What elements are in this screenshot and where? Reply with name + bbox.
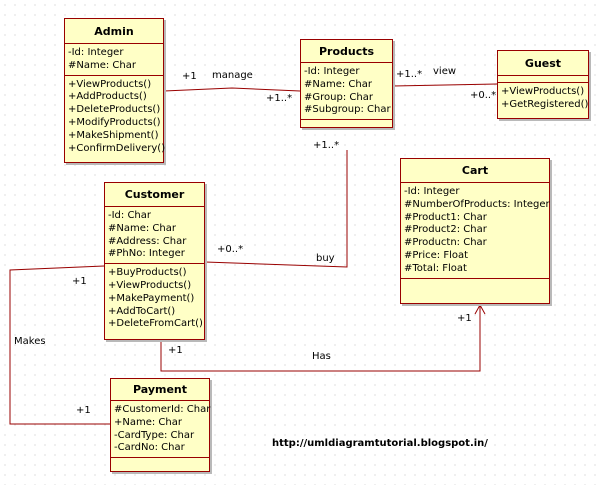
makes-payment-multiplicity: +1 xyxy=(76,405,91,416)
operation-row: +AddToCart() xyxy=(108,305,176,317)
products-class[interactable]: Products -Id: Integer#Name: Char#Group: … xyxy=(300,39,393,128)
operation-row: +ConfirmDelivery() xyxy=(68,142,166,154)
attribute-row: #CustomerId: Char xyxy=(114,404,211,415)
guest-class-name: Guest xyxy=(498,51,588,76)
makes-customer-multiplicity: +1 xyxy=(72,276,87,287)
attribute-row: -Id: Integer xyxy=(404,186,460,197)
payment-class[interactable]: Payment #CustomerId: Char+Name: Char-Car… xyxy=(110,378,210,472)
attribute-row: -Id: Integer xyxy=(68,47,124,58)
customer-operations: +BuyProducts()+ViewProducts()+MakePaymen… xyxy=(105,264,204,333)
operation-row: +DeleteFromCart() xyxy=(108,318,203,330)
attribute-row: #Price: Float xyxy=(404,249,469,261)
attribute-row: #NumberOfProducts: Integer xyxy=(404,198,550,210)
payment-class-name: Payment xyxy=(111,379,209,401)
guest-operations: +ViewProducts()+GetRegistered() xyxy=(498,83,588,114)
operation-row: +DeleteProducts() xyxy=(68,104,161,116)
manage-association-line xyxy=(163,87,301,92)
view-label: view xyxy=(433,66,457,77)
payment-attributes: #CustomerId: Char+Name: Char-CardType: C… xyxy=(111,401,211,459)
operation-row: +ViewProducts() xyxy=(501,86,585,97)
has-association-line xyxy=(160,305,481,372)
attribute-row: #Name: Char xyxy=(108,222,176,234)
buy-label: buy xyxy=(316,253,335,264)
makes-association-line xyxy=(9,265,110,425)
manage-products-multiplicity: +1..* xyxy=(266,93,293,104)
attribute-row: #Productn: Char xyxy=(404,237,487,249)
operation-row: +ModifyProducts() xyxy=(68,116,161,128)
attribute-row: #Product1: Char xyxy=(404,211,487,223)
admin-attributes: -Id: Integer#Name: Char xyxy=(65,44,163,76)
attribute-row: #PhNo: Integer xyxy=(108,248,185,260)
attribute-row: #Total: Float xyxy=(404,262,467,274)
products-class-name: Products xyxy=(301,40,392,63)
cart-class-name: Cart xyxy=(401,159,549,183)
attribute-row: -Id: Integer xyxy=(304,66,360,77)
manage-admin-multiplicity: +1 xyxy=(182,71,197,82)
operation-row: +ViewProducts() xyxy=(68,78,152,90)
buy-association-line xyxy=(204,150,348,268)
attribute-row: +Name: Char xyxy=(114,416,182,428)
view-association-line xyxy=(392,83,498,87)
attribute-row: #Subgroup: Char xyxy=(304,104,391,116)
view-products-multiplicity: +1..* xyxy=(396,69,423,80)
has-arrow-head xyxy=(474,303,486,315)
products-operations xyxy=(301,120,392,125)
operation-row: +MakeShipment() xyxy=(68,129,159,141)
guest-class[interactable]: Guest +ViewProducts()+GetRegistered() xyxy=(497,50,589,119)
operation-row: +AddProducts() xyxy=(68,91,147,103)
guest-attributes xyxy=(498,76,588,83)
customer-class[interactable]: Customer -Id: Char#Name: Char#Address: C… xyxy=(104,182,205,340)
admin-class-name: Admin xyxy=(65,19,163,44)
manage-label: manage xyxy=(212,70,253,81)
attribute-row: #Product2: Char xyxy=(404,224,487,236)
payment-operations xyxy=(111,458,209,463)
operation-row: +ViewProducts() xyxy=(108,279,192,291)
has-customer-multiplicity: +1 xyxy=(168,345,183,356)
attribute-row: -CardNo: Char xyxy=(114,442,185,454)
buy-customer-multiplicity: +0..* xyxy=(217,244,244,255)
makes-label: Makes xyxy=(14,336,46,347)
attribute-row: #Name: Char xyxy=(304,78,372,90)
attribute-row: #Group: Char xyxy=(304,91,373,103)
cart-attributes: -Id: Integer#NumberOfProducts: Integer#P… xyxy=(401,183,550,279)
cart-operations xyxy=(401,279,549,284)
attribute-row: -CardType: Char xyxy=(114,429,195,441)
operation-row: +BuyProducts() xyxy=(108,267,187,279)
operation-row: +MakePayment() xyxy=(108,292,195,304)
attribute-row: -Id: Char xyxy=(108,210,152,221)
admin-class[interactable]: Admin -Id: Integer#Name: Char +ViewProdu… xyxy=(64,18,166,163)
cart-class[interactable]: Cart -Id: Integer#NumberOfProducts: Inte… xyxy=(400,158,550,304)
products-attributes: -Id: Integer#Name: Char#Group: Char#Subg… xyxy=(301,63,392,121)
attribute-row: #Name: Char xyxy=(68,59,136,71)
admin-operations: +ViewProducts()+AddProducts()+DeleteProd… xyxy=(65,76,166,158)
attribute-row: #Address: Char xyxy=(108,235,187,247)
has-cart-multiplicity: +1 xyxy=(457,313,472,324)
has-label: Has xyxy=(312,351,331,362)
customer-class-name: Customer xyxy=(105,183,204,207)
watermark-url: http://umldiagramtutorial.blogspot.in/ xyxy=(272,438,488,449)
operation-row: +GetRegistered() xyxy=(501,98,589,110)
view-guest-multiplicity: +0..* xyxy=(470,90,497,101)
buy-products-multiplicity: +1..* xyxy=(313,140,340,151)
customer-attributes: -Id: Char#Name: Char#Address: Char#PhNo:… xyxy=(105,207,204,265)
